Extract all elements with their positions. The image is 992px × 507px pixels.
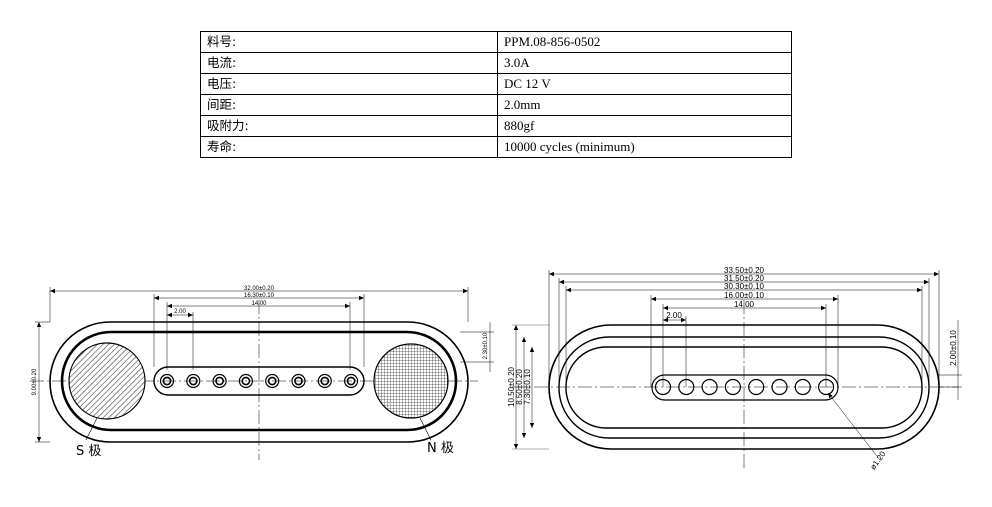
left-pins xyxy=(159,373,359,389)
right-pin xyxy=(724,378,742,396)
north-pole-label: N 极 xyxy=(427,441,454,456)
right-dim-pin-span: 14.00 xyxy=(734,300,755,309)
right-pin xyxy=(794,378,811,396)
right-dim-outer-width: 33.50±0.20 xyxy=(724,266,765,275)
spec-label: 电压: xyxy=(200,73,498,95)
left-dim-pitch: 2.00 xyxy=(174,309,186,315)
north-magnet xyxy=(373,343,449,419)
left-pin xyxy=(212,373,227,389)
left-pin-inner xyxy=(162,376,172,386)
left-pin xyxy=(291,373,306,389)
left-dim-height: 9.00±0.20 xyxy=(32,368,38,395)
spec-label: 寿命: xyxy=(200,136,498,158)
spec-row-holding-force: 吸附力: 880gf xyxy=(200,115,792,137)
left-dimension-labels: 32.00±0.20 16.30±0.10 14.00 2.00 9.00±0.… xyxy=(32,286,489,459)
left-dim-right: 2.30±0.10 xyxy=(483,332,489,359)
left-pin xyxy=(159,373,175,389)
left-dim-pin-span: 14.00 xyxy=(251,301,267,307)
left-pin-inner xyxy=(346,376,356,386)
right-dimension-labels: 33.50±0.20 31.50±0.20 30.30±0.10 16.00±0… xyxy=(507,266,958,472)
left-pin xyxy=(238,373,253,389)
right-drawing xyxy=(512,270,962,470)
right-dim-pitch: 2.00 xyxy=(666,311,682,320)
left-pin-inner xyxy=(294,376,303,386)
right-middle-outline xyxy=(558,336,930,439)
right-pin xyxy=(701,378,718,396)
left-pin-inner xyxy=(320,376,330,386)
right-dim-width-3: 30.30±0.10 xyxy=(724,282,765,291)
left-pin-inner xyxy=(215,376,224,386)
right-dim-height-3: 7.30±0.10 xyxy=(523,369,532,405)
left-pin xyxy=(265,373,280,389)
right-pin xyxy=(771,378,788,396)
spec-table: 料号: PPM.08-856-0502 电流: 3.0A 电压: DC 12 V… xyxy=(200,31,792,158)
right-dim-width-2: 31.50±0.20 xyxy=(724,274,765,283)
spec-row-voltage: 电压: DC 12 V xyxy=(200,73,792,95)
south-magnet xyxy=(68,342,146,420)
spec-row-lifetime: 寿命: 10000 cycles (minimum) xyxy=(200,136,792,158)
spec-value: 10000 cycles (minimum) xyxy=(497,136,792,158)
right-dim-right: 2.00±0.10 xyxy=(949,330,958,366)
right-dim-width-4: 16.00±0.10 xyxy=(724,291,765,300)
left-drawing xyxy=(30,287,494,460)
right-inner-outline xyxy=(565,346,923,429)
south-pole-label: S 极 xyxy=(76,444,101,459)
left-pin xyxy=(317,373,332,389)
left-dim-pin-span-outer: 16.30±0.10 xyxy=(244,293,275,299)
left-inner-outline xyxy=(60,330,458,432)
left-pin-inner xyxy=(188,376,198,386)
right-pin xyxy=(678,378,695,396)
left-pin-housing xyxy=(153,366,365,396)
right-pin-housing xyxy=(651,374,839,401)
right-dim-height-1: 10.50±0.20 xyxy=(507,366,516,407)
left-outer-outline xyxy=(49,321,469,443)
right-pin xyxy=(748,378,765,396)
left-pin-inner xyxy=(241,376,251,386)
left-pin xyxy=(344,373,359,389)
left-pin xyxy=(186,373,201,389)
right-dim-pin-diameter: ø1.20 xyxy=(868,449,887,471)
right-dim-height-2: 8.50±0.20 xyxy=(515,369,524,405)
left-pin-inner xyxy=(267,376,277,386)
left-dim-total-width: 32.00±0.20 xyxy=(244,286,275,292)
